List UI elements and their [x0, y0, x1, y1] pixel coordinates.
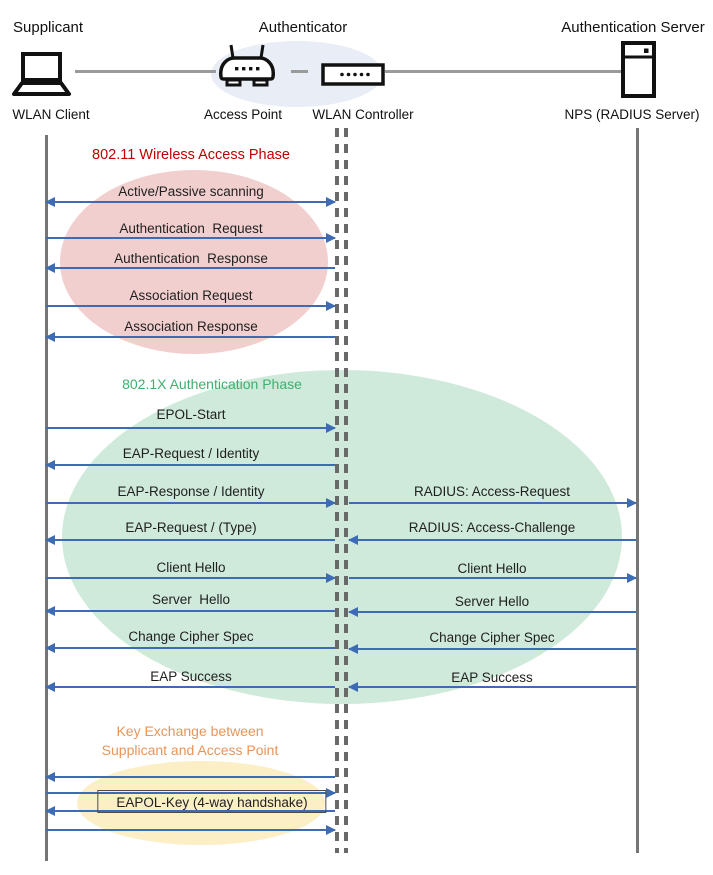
message-arrow: [46, 498, 336, 508]
connector-line: [385, 70, 621, 73]
message-arrow: [46, 423, 336, 433]
phase2-ellipse: [62, 370, 622, 704]
message-label: EAP Success: [451, 670, 533, 685]
role-label-authentication-server: Authentication Server: [561, 19, 705, 36]
message-label: EAP-Request / Identity: [122, 446, 260, 461]
message-arrow: [45, 643, 335, 653]
server-icon: [621, 41, 656, 103]
message-arrow: [348, 535, 636, 545]
message-arrow: [348, 682, 636, 692]
message-label: Association Request: [129, 288, 253, 303]
message-label: EAP-Request / (Type): [125, 520, 257, 535]
message-label: Association Response: [124, 319, 258, 334]
message-arrow: [349, 498, 637, 508]
phase3-title: Key Exchange between Supplicant and Acce…: [102, 722, 279, 760]
message-label: Client Hello: [156, 560, 226, 575]
message-arrow: [45, 606, 335, 616]
message-arrow: [45, 332, 335, 342]
lifeline-authenticator-dashed: [344, 128, 348, 853]
connector-line-dash: [291, 70, 308, 73]
connector-line: [75, 70, 216, 73]
message-arrow: [348, 644, 636, 654]
lifeline-authentication-server: [636, 128, 639, 853]
message-arrow: [45, 197, 336, 207]
message-arrow: [46, 788, 336, 798]
message-arrow: [46, 573, 336, 583]
message-label: Change Cipher Spec: [128, 629, 254, 644]
message-label: Server Hello: [151, 592, 231, 607]
message-arrow: [349, 573, 637, 583]
message-arrow: [45, 772, 335, 782]
message-label: EAP-Response / Identity: [117, 484, 265, 499]
message-label: Client Hello: [457, 561, 527, 576]
message-arrow: [45, 263, 335, 273]
phase3-ellipse: [77, 761, 325, 845]
message-label: RADIUS: Access-Challenge: [408, 520, 576, 535]
phase2-title: 802.1X Authentication Phase: [122, 376, 302, 392]
message-arrow: [46, 233, 336, 243]
message-label: Authentication Request: [119, 221, 263, 236]
message-arrow: [348, 607, 636, 617]
role-label-authenticator: Authenticator: [258, 19, 348, 36]
wlan-controller-icon: [321, 63, 385, 91]
message-label: Server Hello: [454, 594, 530, 609]
phase1-title: 802.11 Wireless Access Phase: [92, 147, 290, 163]
message-label: EAP Success: [150, 669, 232, 684]
laptop-icon: [12, 52, 72, 104]
device-label-access-point: Access Point: [203, 107, 283, 122]
message-arrow: [45, 806, 335, 816]
phase3-title-line2: Supplicant and Access Point: [101, 742, 279, 758]
message-arrow: [45, 460, 335, 470]
message-label: Active/Passive scanning: [118, 184, 264, 199]
message-label: Change Cipher Spec: [429, 630, 555, 645]
device-label-wlan-client: WLAN Client: [12, 107, 90, 122]
device-label-wlan-controller: WLAN Controller: [312, 107, 414, 122]
lifeline-authenticator-dashed: [335, 128, 339, 853]
phase3-title-line1: Key Exchange between: [116, 723, 264, 739]
device-label-nps: NPS (RADIUS Server): [564, 107, 700, 122]
lifeline-supplicant: [45, 135, 48, 861]
access-point-icon: [216, 44, 278, 101]
phase1-ellipse: [60, 170, 328, 354]
message-label: EPOL-Start: [156, 407, 226, 422]
message-arrow: [46, 825, 336, 835]
message-arrow: [45, 682, 335, 692]
message-arrow: [46, 301, 336, 311]
message-label: RADIUS: Access-Request: [413, 484, 571, 499]
message-label: Authentication Response: [114, 251, 268, 266]
message-arrow: [45, 535, 335, 545]
role-label-supplicant: Supplicant: [13, 19, 84, 36]
message-label: EAPOL-Key (4-way handshake): [97, 790, 327, 813]
